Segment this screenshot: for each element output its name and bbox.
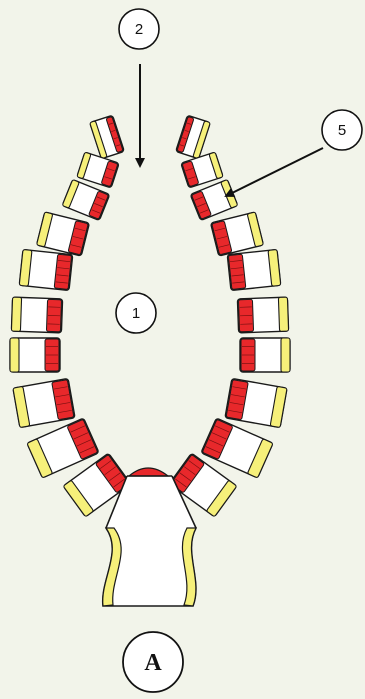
callout-5: 5 [322,110,362,150]
right-cell-4 [211,212,264,256]
right-cell-2 [181,152,223,188]
left-cell-7 [10,338,60,372]
left-cell-6 [11,297,62,333]
right-cell-column [169,115,290,517]
left-cell-column [10,115,131,517]
callout-2-label: 2 [135,21,143,38]
callout-5-label: 5 [338,122,346,139]
right-cell-6 [237,297,288,333]
figure-label: A [123,632,183,692]
stalk-top-red-cap [129,468,168,476]
left-cell-1 [90,115,125,159]
left-cell-2 [77,152,119,188]
right-cell-8 [225,378,287,427]
left-cell-5 [19,249,72,290]
left-cell-4 [37,212,90,256]
left-cell-8 [13,378,75,427]
callout-1: 1 [116,293,156,333]
right-cell-1 [176,115,211,159]
right-cell-5 [227,249,280,290]
arrow-label-5 [226,148,323,196]
figure-label-text: A [144,650,162,676]
callout-1-label: 1 [132,305,140,322]
callout-2: 2 [119,9,159,49]
right-cell-7 [240,338,290,372]
